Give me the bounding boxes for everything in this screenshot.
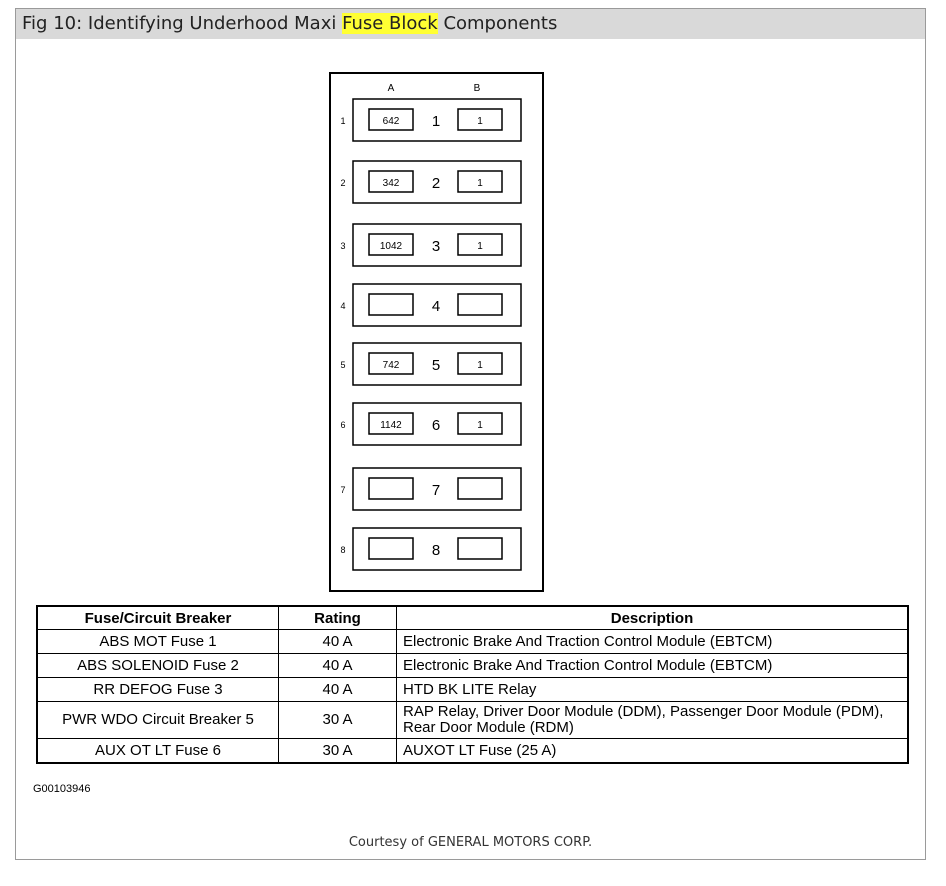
fuse-position-number: 5 (432, 357, 440, 374)
figure-frame: Fig 10: Identifying Underhood Maxi Fuse … (15, 8, 926, 860)
cell-rating: 30 A (278, 701, 397, 739)
slot-b-label: 1 (477, 178, 483, 189)
table-header-row: Fuse/Circuit Breaker Rating Description (36, 605, 909, 630)
row-number: 8 (340, 545, 345, 555)
fuse-position-number: 3 (432, 238, 440, 255)
header-rating: Rating (278, 605, 397, 630)
fuse-position-number: 7 (432, 482, 440, 499)
slot-b-label: 1 (477, 116, 483, 127)
slot-b (457, 477, 503, 500)
fuse-row: 1 642 1 1 (340, 98, 522, 142)
slot-a (368, 170, 414, 193)
row-number: 7 (340, 485, 345, 495)
header-fuse: Fuse/Circuit Breaker (36, 605, 279, 630)
cell-fuse: ABS MOT Fuse 1 (36, 629, 279, 654)
fuse-position-number: 2 (432, 175, 440, 192)
table-row: RR DEFOG Fuse 3 40 A HTD BK LITE Relay (36, 677, 909, 702)
cell-fuse: ABS SOLENOID Fuse 2 (36, 653, 279, 678)
slot-b (457, 537, 503, 560)
row-number: 2 (340, 178, 345, 188)
fuse-position-number: 1 (432, 113, 440, 130)
slot-b (457, 352, 503, 375)
slot-a-label: 742 (383, 360, 400, 371)
cell-rating: 30 A (278, 738, 397, 764)
table-row: ABS MOT Fuse 1 40 A Electronic Brake And… (36, 629, 909, 654)
row-number: 3 (340, 241, 345, 251)
fuse-position-number: 6 (432, 417, 440, 434)
fuse-row: 2 342 2 1 (340, 160, 522, 204)
slot-b (457, 412, 503, 435)
row-number: 4 (340, 301, 345, 311)
title-prefix: Fig 10: Identifying Underhood Maxi (22, 13, 343, 34)
slot-a-label: 642 (383, 116, 400, 127)
header-description: Description (396, 605, 909, 630)
table-row: AUX OT LT Fuse 6 30 A AUXOT LT Fuse (25 … (36, 738, 909, 764)
slot-a-label: 1142 (380, 420, 402, 431)
cell-rating: 40 A (278, 653, 397, 678)
slot-a (368, 477, 414, 500)
cell-rating: 40 A (278, 629, 397, 654)
slot-b (457, 108, 503, 131)
slot-a-label: 1042 (380, 241, 403, 252)
title-highlight: Fuse Block (342, 13, 438, 34)
column-label-b: B (474, 83, 481, 94)
slot-b-label: 1 (477, 241, 483, 252)
slot-a (368, 412, 414, 435)
slot-b-label: 1 (477, 360, 483, 371)
slot-a (368, 108, 414, 131)
cell-description: AUXOT LT Fuse (25 A) (396, 738, 909, 764)
cell-description: RAP Relay, Driver Door Module (DDM), Pas… (396, 701, 909, 739)
slot-a-label: 342 (383, 178, 400, 189)
table-row: PWR WDO Circuit Breaker 5 30 A RAP Relay… (36, 701, 909, 739)
row-number: 5 (340, 360, 345, 370)
slot-a (368, 233, 414, 256)
fuse-block-outline (329, 72, 544, 592)
fuse-position-number: 4 (432, 298, 440, 315)
slot-b-label: 1 (477, 420, 483, 431)
cell-description: HTD BK LITE Relay (396, 677, 909, 702)
title-suffix: Components (437, 13, 558, 34)
slot-b (457, 293, 503, 316)
fuse-row: 6 1142 6 1 (340, 402, 522, 446)
courtesy-line: Courtesy of GENERAL MOTORS CORP. (348, 835, 593, 850)
cell-rating: 40 A (278, 677, 397, 702)
cell-description: Electronic Brake And Traction Control Mo… (396, 629, 909, 654)
fuse-position-number: 8 (432, 542, 440, 559)
fuse-row: 5 742 5 1 (340, 342, 522, 386)
slot-a (368, 352, 414, 375)
slot-b (457, 233, 503, 256)
column-label-a: A (388, 83, 395, 94)
fuse-row: 3 1042 3 1 (340, 223, 522, 267)
reference-code: G00103946 (33, 783, 91, 795)
cell-fuse: AUX OT LT Fuse 6 (36, 738, 279, 764)
row-number: 1 (340, 116, 345, 126)
row-number: 6 (340, 420, 345, 430)
cell-description: Electronic Brake And Traction Control Mo… (396, 653, 909, 678)
slot-a (368, 537, 414, 560)
slot-a (368, 293, 414, 316)
cell-fuse: PWR WDO Circuit Breaker 5 (36, 701, 279, 739)
table-row: ABS SOLENOID Fuse 2 40 A Electronic Brak… (36, 653, 909, 678)
fuse-table: Fuse/Circuit Breaker Rating Description … (36, 605, 909, 764)
figure-title: Fig 10: Identifying Underhood Maxi Fuse … (16, 9, 925, 39)
cell-fuse: RR DEFOG Fuse 3 (36, 677, 279, 702)
slot-b (457, 170, 503, 193)
